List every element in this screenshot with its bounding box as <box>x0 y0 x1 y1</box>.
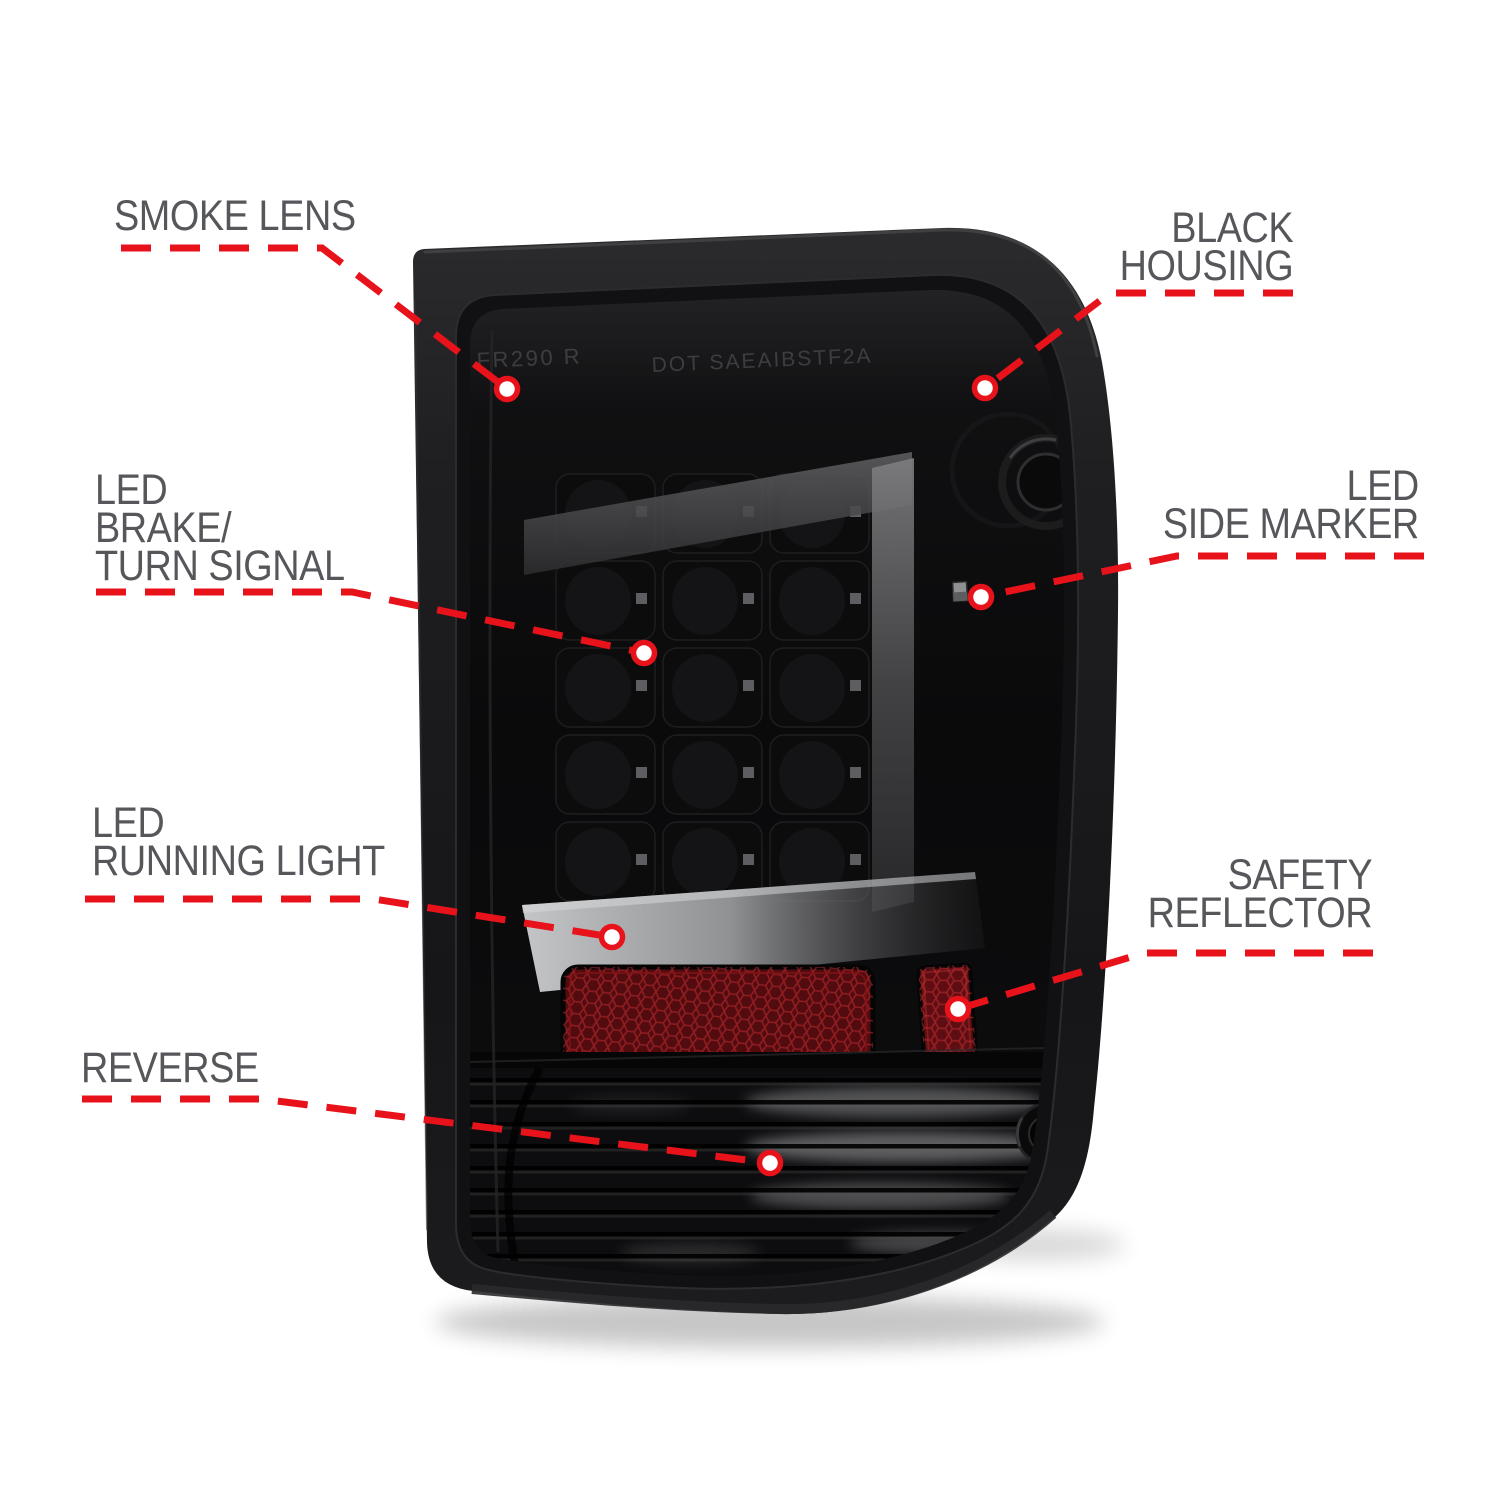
light-bar-top <box>524 452 912 575</box>
lens-ledge-highlight <box>470 1047 1046 1063</box>
callout-dots <box>493 374 999 1177</box>
callout-label-led-brake-turn-signal: LED BRAKE/ TURN SIGNAL <box>95 466 345 590</box>
callout-line: LED <box>92 799 165 847</box>
callout-line: BRAKE/ <box>95 504 232 552</box>
lens-left-ridge <box>488 329 500 1253</box>
callout-dot-led-side-marker <box>967 583 995 611</box>
leader-lines <box>82 244 1424 1167</box>
callout-label-safety-reflector: SAFETY REFLECTOR <box>1147 851 1372 937</box>
lens-sheen <box>470 290 1060 410</box>
callout-line: LED <box>95 466 168 514</box>
callout-dot-smoke-lens <box>493 375 521 403</box>
callout-line: BLACK <box>1171 204 1293 252</box>
callout-label-smoke-lens: SMOKE LENS <box>114 192 356 240</box>
callout-line: SIDE MARKER <box>1163 500 1419 548</box>
leader-line-reverse <box>82 1095 771 1167</box>
running-light-bar-topline <box>522 872 976 913</box>
leader-line-smoke-lens <box>121 244 510 392</box>
lens-marking-left: FR290 R <box>476 343 583 373</box>
callout-label-led-running-light: LED RUNNING LIGHT <box>92 799 385 885</box>
light-bar <box>522 452 985 992</box>
callout-label-led-side-marker: LED SIDE MARKER <box>1163 462 1420 548</box>
leader-line-led-running-light <box>85 895 613 941</box>
callout-dot-reverse <box>756 1149 784 1177</box>
callout-line: REFLECTOR <box>1147 889 1372 937</box>
ground-shadow <box>435 1296 1105 1348</box>
callout-dot-led-brake-turn-signal <box>630 639 658 667</box>
bulb-socket <box>949 411 1065 530</box>
callout-label-reverse: REVERSE <box>81 1044 259 1092</box>
callout-line: SAFETY <box>1227 851 1372 899</box>
callout-line: LED <box>1346 462 1420 510</box>
callout-dot-safety-reflector <box>944 995 972 1023</box>
callout-line: TURN SIGNAL <box>95 542 345 590</box>
housing-left-edge <box>414 299 428 1231</box>
leader-line-led-side-marker <box>980 552 1424 601</box>
lens-ledge <box>470 1052 1065 1070</box>
callout-dot-led-running-light <box>598 923 626 951</box>
light-bar-vertical <box>872 458 914 912</box>
callout-line: RUNNING LIGHT <box>92 837 385 885</box>
side-marker <box>951 580 969 603</box>
callout-line: REVERSE <box>81 1044 259 1092</box>
leader-line-safety-reflector <box>956 949 1373 1013</box>
leader-line-black-housing <box>982 289 1293 391</box>
housing-top-highlight <box>423 228 1099 358</box>
callout-line: SMOKE LENS <box>114 192 356 240</box>
red-reflector-bar <box>560 964 876 1068</box>
callout-dot-black-housing <box>971 374 999 402</box>
callout-label-black-housing: BLACK HOUSING <box>1119 204 1293 290</box>
callout-line: HOUSING <box>1119 242 1293 290</box>
leader-line-led-brake-turn-signal <box>96 588 645 657</box>
housing-bottom-lip <box>471 1210 1057 1315</box>
